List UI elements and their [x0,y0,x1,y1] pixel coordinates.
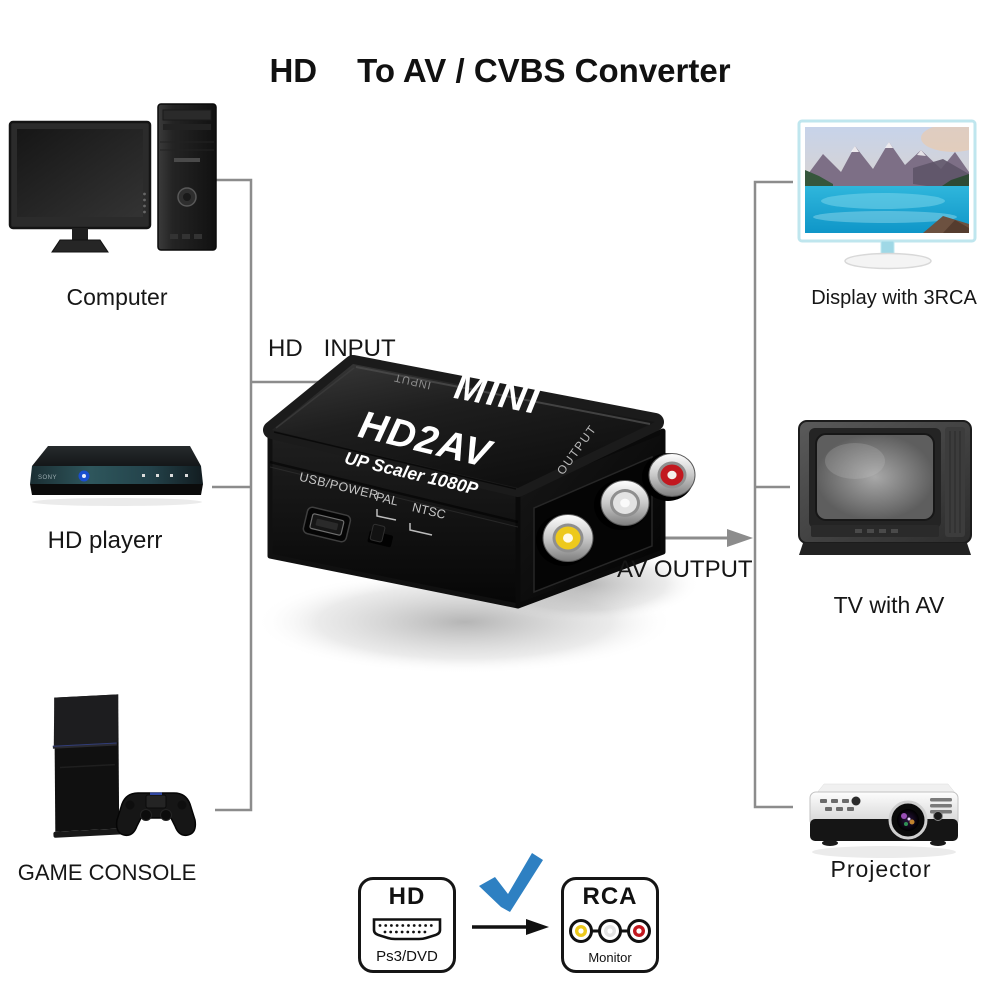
av-output-arrowhead [727,529,753,547]
computer-illustration [8,103,217,253]
rca-legend-box: RCA Monitor [561,877,659,973]
pal-ntsc-switch [367,523,393,548]
hd-legend-caption: Ps3/DVD [376,948,438,965]
hd-input-annotation-input: INPUT [323,335,396,362]
page-title: HD To AV / CVBS Converter [0,52,1000,90]
rca-connectors-icon [569,918,651,943]
projector-label: Projector [830,856,932,882]
projector-bottom-band [810,819,958,841]
right-bracket-line [753,180,793,809]
page-title-rest: To AV / CVBS Converter [357,52,731,89]
controller-icon [115,792,197,837]
hd-player-label: HD playerr [47,527,163,554]
tv-screen [815,433,935,521]
rca-legend-title: RCA [582,883,638,910]
hd-player-illustration: SONY [30,446,203,506]
tv-base [799,543,971,555]
console-body [52,694,124,838]
player-front-face [30,466,203,484]
converter-device: INPUT MINI HD2AV UP Scaler 1080P OUTPUT … [255,355,700,674]
tv-label: TV with AV [833,592,945,618]
computer-label: Computer [66,284,168,310]
av-output-annotation: AV OUTPUT [617,556,753,583]
projector-knob [851,796,861,806]
rca-legend-caption: Monitor [588,950,632,965]
rca-jack-white [594,480,650,530]
projector-button [933,811,943,821]
player-brand-text: SONY [38,475,57,481]
hd-input-annotation-hd: HD [268,335,303,362]
rca-jack-red [642,453,696,501]
game-console-label: GAME CONSOLE [17,860,197,885]
hd-legend-box: HD Ps3/DVD [358,877,456,973]
mini-usb-port [302,506,352,543]
page-title-hd: HD [269,52,318,89]
rca-jack-yellow [536,514,594,566]
display-3rca-illustration [797,119,977,270]
display-screen-image [805,127,969,233]
display-3rca-label: Display with 3RCA [811,287,977,309]
hd-legend-title: HD [388,883,426,910]
pal-engraving: PAL [374,490,399,509]
tower-icon [157,103,217,251]
hd-input-annotation: HD INPUT [268,335,396,363]
projector-illustration [809,783,959,858]
converts-to-arrow-icon [472,919,549,935]
checkmark-icon [479,853,543,912]
left-bracket-line [215,178,253,812]
projector-vents [820,798,952,814]
tv-illustration [798,420,972,555]
tv-control-strip [811,525,939,537]
player-top-face [32,446,201,466]
game-console-illustration [52,694,197,838]
player-bottom [30,484,203,495]
monitor-icon [8,120,152,253]
hdmi-connector-icon [372,917,442,940]
display-stand-base [844,252,932,270]
